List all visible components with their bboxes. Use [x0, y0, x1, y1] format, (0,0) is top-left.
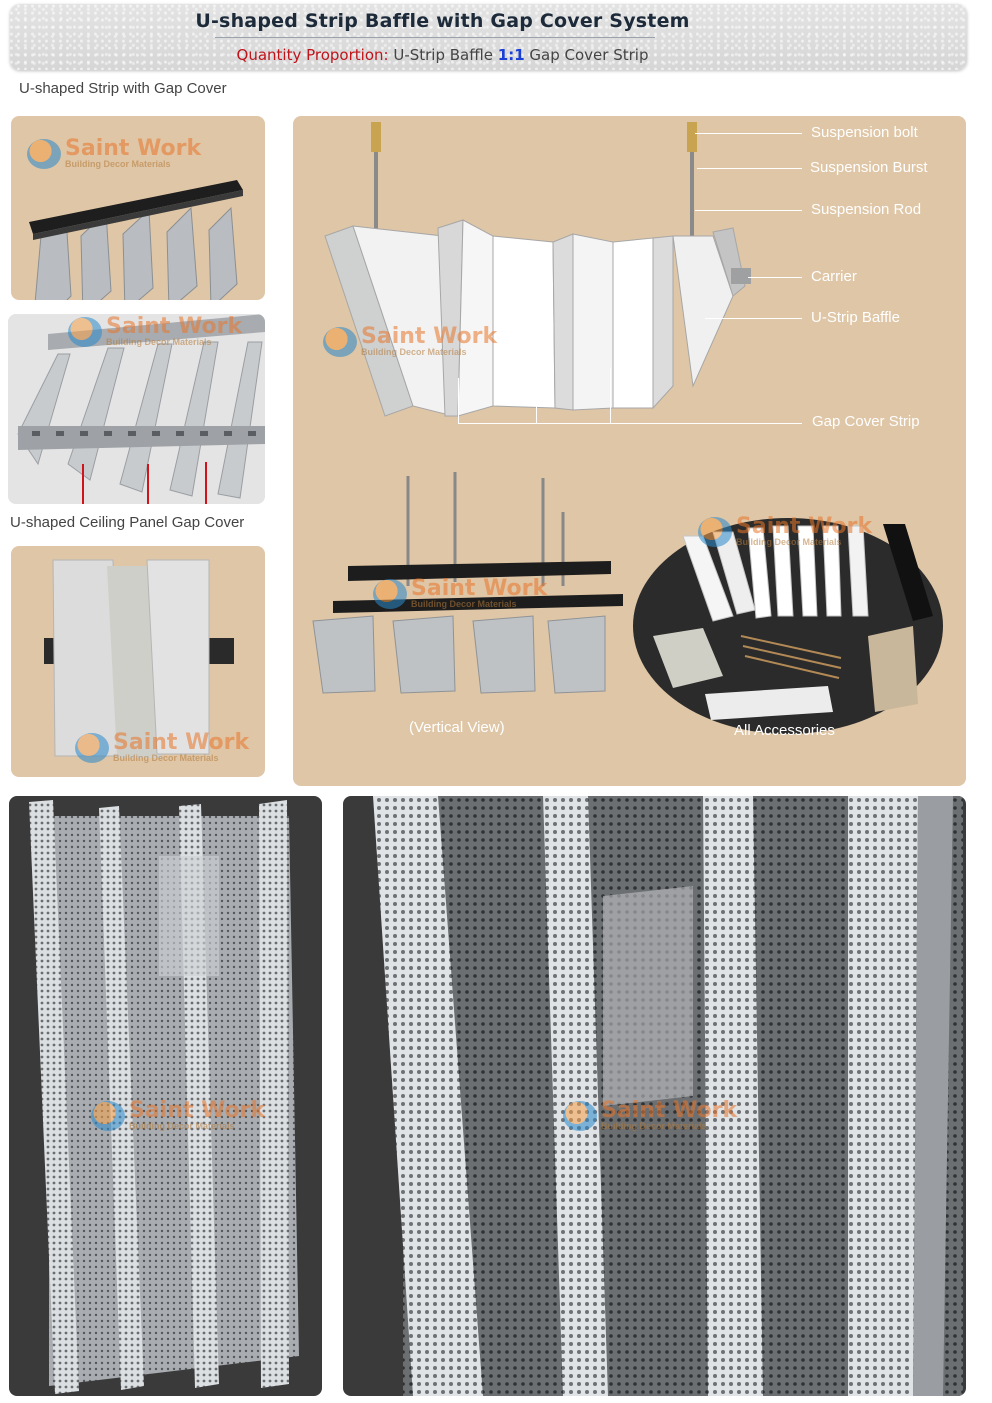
photo-u-strip-with-carrier: Saint Work Building Decor Materials [11, 116, 265, 300]
quantity-proportion: Quantity Proportion: U-Strip Baffle 1:1 … [10, 46, 875, 64]
section-label: U-shaped Strip with Gap Cover [19, 80, 227, 97]
proportion-label: Quantity Proportion: [236, 46, 389, 64]
photo-perforated-baffles-closeup: Saint Work Building Decor Materials [343, 796, 966, 1396]
header-banner: U-shaped Strip Baffle with Gap Cover Sys… [10, 4, 967, 70]
u-strip-carrier-illustration [29, 180, 243, 300]
proportion-right-item: Gap Cover Strip [529, 46, 649, 64]
callout-line [536, 368, 537, 423]
callout-line [458, 378, 459, 423]
proportion-left-item: U-Strip Baffle [393, 46, 493, 64]
page-title: U-shaped Strip Baffle with Gap Cover Sys… [195, 10, 690, 32]
label-carrier: Carrier [811, 268, 857, 285]
caption-gap-cover: U-shaped Ceiling Panel Gap Cover [10, 514, 245, 531]
label-suspension-burst: Suspension Burst [810, 159, 928, 176]
callout-line [748, 277, 802, 278]
callout-line [695, 133, 802, 134]
proportion-ratio: 1:1 [497, 46, 525, 64]
callout-line [697, 168, 802, 169]
title-underline [215, 37, 655, 38]
gap-cover-illustration [8, 314, 265, 504]
photo-gap-cover: Saint Work Building Decor Materials [8, 314, 265, 504]
callout-line [458, 423, 802, 424]
caption-vertical-view: (Vertical View) [409, 719, 505, 736]
photo-u-strip-profile: Saint Work Building Decor Materials [11, 546, 265, 777]
system-diagram-panel: Saint Work Building Decor Materials Sain… [293, 116, 966, 786]
callout-line [695, 210, 802, 211]
system-structure-illustration [312, 122, 943, 734]
callout-line [610, 368, 611, 423]
label-suspension-rod: Suspension Rod [811, 201, 922, 218]
label-gap-cover-strip: Gap Cover Strip [812, 413, 920, 430]
label-u-strip-baffle: U-Strip Baffle [811, 309, 900, 326]
perforated-closeup-illustration [373, 796, 963, 1396]
callout-line [705, 318, 802, 319]
u-strip-profile-illustration [44, 559, 234, 758]
caption-all-accessories: All Accessories [734, 722, 835, 739]
perforated-baffles-illustration [29, 800, 299, 1394]
photo-perforated-baffles-front: Saint Work Building Decor Materials [9, 796, 322, 1396]
label-suspension-bolt: Suspension bolt [811, 124, 918, 141]
